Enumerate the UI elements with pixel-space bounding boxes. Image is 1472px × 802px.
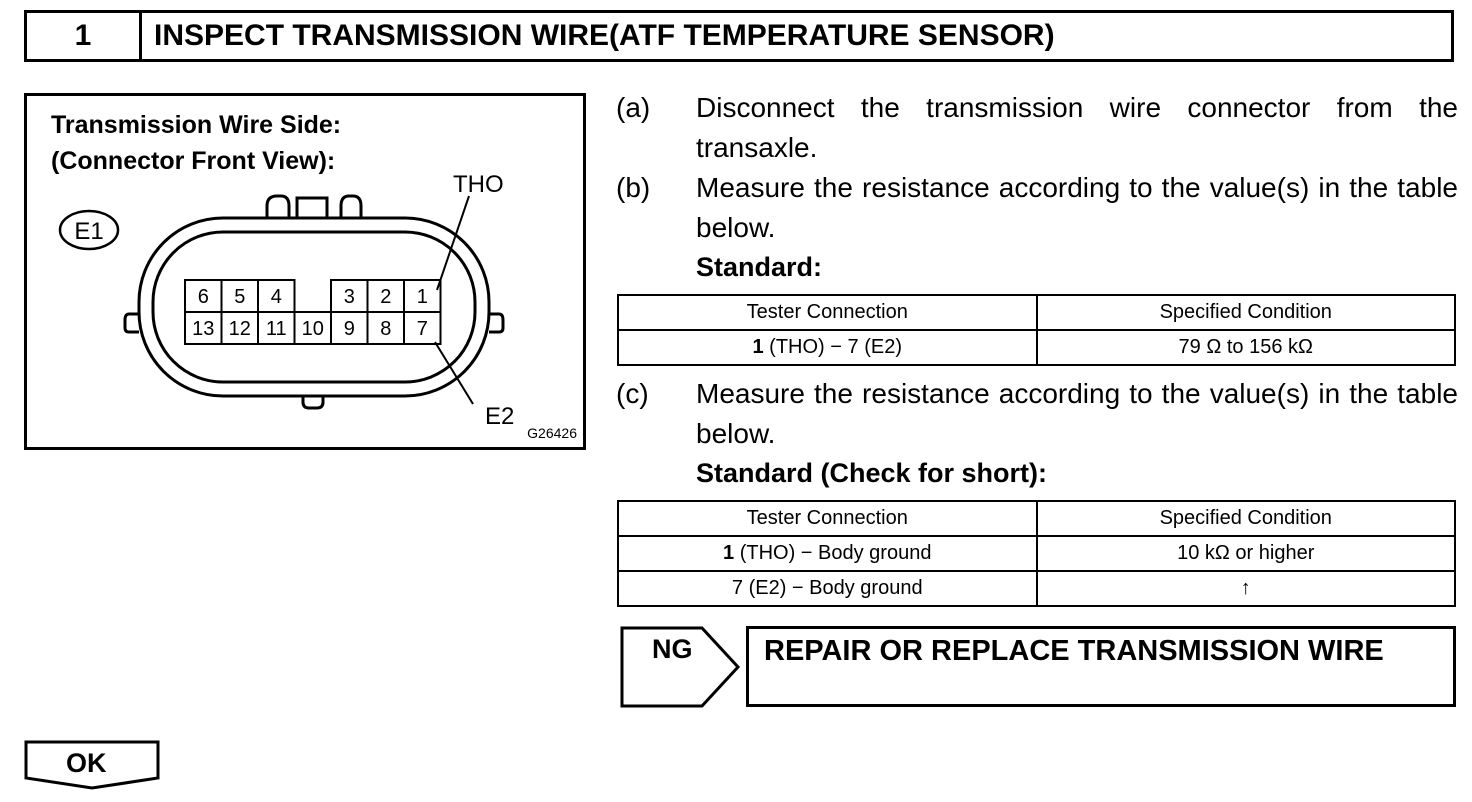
- pin-cell: [184, 311, 223, 345]
- pin-grid: 6 5 4 3 2 1 13 12 11 10 9 8 7: [184, 279, 442, 345]
- step-b-letter: (b): [616, 172, 651, 203]
- step-a-letter: (a): [616, 92, 651, 123]
- pin-number-label: 2: [380, 286, 391, 308]
- pin-cell: [403, 311, 442, 345]
- pin-number: 1: [723, 542, 735, 564]
- table-header-condition: Specified Condition: [1035, 294, 1456, 331]
- step-a: (a) Disconnect the transmission wire con…: [616, 88, 1458, 168]
- pin-cell: [220, 311, 259, 345]
- connection-text: (THO) − 7 (E2): [763, 336, 902, 358]
- pin-number-label: 5: [234, 286, 245, 308]
- ok-label: OK: [66, 748, 107, 778]
- step-c-letter: (c): [616, 378, 649, 409]
- figure-title-line2: (Connector Front View):: [51, 147, 336, 175]
- pin-number-label: 1: [417, 286, 428, 308]
- pin-number-label: 11: [266, 318, 287, 340]
- table-header-connection: Tester Connection: [617, 294, 1038, 331]
- connection-text: 7 (E2) − Body ground: [731, 577, 923, 599]
- connector-id-badge: [58, 209, 120, 251]
- pin-number-label: 13: [192, 318, 214, 340]
- pin-cell: [330, 311, 369, 345]
- pin-number-label: 10: [302, 318, 324, 340]
- step-number: 1: [27, 13, 142, 59]
- pin-cell: [220, 279, 259, 313]
- standard-table: Tester Connection Specified Condition 1 …: [617, 294, 1456, 366]
- table-row: 1 (THO) − Body ground 10 kΩ or higher: [617, 535, 1456, 572]
- pin-number-label: 12: [229, 318, 251, 340]
- figure-title-line1: Transmission Wire Side:: [51, 111, 342, 139]
- step-header: 1 INSPECT TRANSMISSION WIRE(ATF TEMPERAT…: [24, 10, 1454, 62]
- step-title: INSPECT TRANSMISSION WIRE(ATF TEMPERATUR…: [154, 19, 1055, 52]
- pin-label-e2: E2: [485, 403, 514, 430]
- pin-number: 1: [752, 336, 764, 358]
- tester-connection-cell: 1 (THO) − Body ground: [617, 535, 1038, 572]
- step-b-text: Measure the resistance according to the …: [696, 172, 1458, 243]
- pin-number-label: 8: [380, 318, 391, 340]
- pin-label-tho: THO: [453, 171, 504, 198]
- step-c: (c) Measure the resistance according to …: [616, 374, 1458, 454]
- ok-arrow-box: [24, 740, 160, 790]
- ng-label: NG: [652, 634, 693, 664]
- step-c-text: Measure the resistance according to the …: [696, 378, 1458, 449]
- step-b: (b) Measure the resistance according to …: [616, 168, 1458, 248]
- specified-condition-cell: 10 kΩ or higher: [1035, 535, 1456, 572]
- connector-drawing: 6 5 4 3 2 1 13 12 11 10 9 8 7 E1 THO E2: [58, 171, 514, 430]
- step-a-text: Disconnect the transmission wire connect…: [696, 92, 1458, 163]
- table-header-condition: Specified Condition: [1035, 500, 1456, 537]
- standard-label: Standard:: [696, 252, 823, 282]
- ng-arrow-box: [620, 626, 741, 708]
- connection-text: (THO) − Body ground: [734, 542, 932, 564]
- tester-connection-cell: 1 (THO) − 7 (E2): [617, 329, 1038, 366]
- pin-cell: [366, 311, 405, 345]
- table-row: 7 (E2) − Body ground ↑: [617, 570, 1456, 607]
- figure-code: G26426: [527, 425, 577, 441]
- table-header-connection: Tester Connection: [617, 500, 1038, 537]
- pin-number-label: 3: [344, 286, 355, 308]
- ng-action: REPAIR OR REPLACE TRANSMISSION WIRE: [746, 626, 1456, 707]
- pin-number-label: 6: [198, 286, 209, 308]
- standard-short-table: Tester Connection Specified Condition 1 …: [617, 500, 1456, 607]
- tester-connection-cell: 7 (E2) − Body ground: [617, 570, 1038, 607]
- specified-condition-cell: ↑: [1035, 570, 1456, 607]
- connector-diagram: Transmission Wire Side: (Connector Front…: [24, 93, 586, 450]
- table-row: 1 (THO) − 7 (E2) 79 Ω to 156 kΩ: [617, 329, 1456, 366]
- specified-condition-cell: 79 Ω to 156 kΩ: [1035, 329, 1456, 366]
- pin-cell: [330, 279, 369, 313]
- pin-cell: [257, 279, 296, 313]
- standard-short-label: Standard (Check for short):: [696, 458, 1048, 488]
- pin-number-label: 9: [344, 318, 355, 340]
- pin-number-label: 4: [271, 286, 282, 308]
- connector-id: E1: [74, 218, 103, 245]
- pin-number-label: 7: [417, 318, 428, 340]
